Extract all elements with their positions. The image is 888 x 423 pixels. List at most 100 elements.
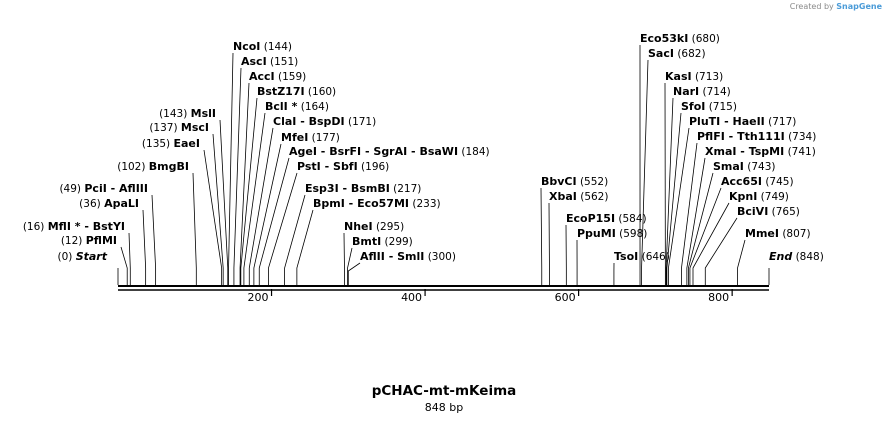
site-label-aflii-smli[interactable]: AflII - SmlI (300) (360, 250, 456, 263)
connector-mfei (253, 143, 282, 285)
enzyme-name-bcli: BclI (265, 100, 288, 113)
connector-mfli-bstyi (128, 232, 131, 285)
enzyme-name-kasi: KasI (665, 70, 692, 83)
connector-mmei (737, 239, 746, 285)
site-label-saci[interactable]: SacI (682) (648, 47, 706, 60)
site-label-ppumi[interactable]: PpuMI (598) (577, 227, 647, 240)
connector-saci (641, 59, 649, 285)
connector-msli (219, 119, 229, 285)
site-label-bpmi-eco57mi[interactable]: BpmI - Eco57MI (233) (313, 197, 441, 210)
name-separator: - (720, 115, 732, 128)
enzyme-name-eco57mi: Eco57MI (357, 197, 409, 210)
connector-bstz17i (240, 97, 258, 285)
site-label-apali[interactable]: (36) ApaLI (79, 197, 139, 210)
site-position-ppumi: (598) (619, 228, 647, 240)
site-position-mfli-bstyi: (16) (23, 221, 45, 233)
site-label-kasi[interactable]: KasI (713) (665, 70, 723, 83)
connector-asci (233, 67, 242, 285)
site-label-xbai[interactable]: XbaI (562) (549, 190, 608, 203)
site-position-xbai: (562) (580, 191, 608, 203)
site-label-bbvci[interactable]: BbvCI (552) (541, 175, 608, 188)
site-position-eco53ki: (680) (692, 33, 720, 45)
enzyme-name-psti: PstI (297, 160, 321, 173)
scale-label-600: 600 (555, 291, 576, 304)
site-position-acci: (159) (278, 71, 306, 83)
name-separator: - (361, 145, 373, 158)
enzyme-name-kpni: KpnI (729, 190, 757, 203)
enzyme-name-afliii: AflIII (119, 182, 148, 195)
site-label-ecop15i[interactable]: EcoP15I (584) (566, 212, 647, 225)
site-label-agei-bsrfi-sgrai-bsawi[interactable]: AgeI - BsrFI - SgrAI - BsaWI (184) (289, 145, 490, 158)
enzyme-name-nhei: NheI (344, 220, 373, 233)
site-label-smai[interactable]: SmaI (743) (713, 160, 775, 173)
site-label-acci[interactable]: AccI (159) (249, 70, 306, 83)
enzyme-name-aflii: AflII (360, 250, 385, 263)
site-label-clai-bspdi[interactable]: ClaI - BspDI (171) (273, 115, 376, 128)
site-label-end[interactable]: End (848) (769, 250, 824, 263)
site-label-ncoi[interactable]: NcoI (144) (233, 40, 292, 53)
site-label-nari[interactable]: NarI (714) (673, 85, 731, 98)
site-label-xmai-tspmi[interactable]: XmaI - TspMI (741) (705, 145, 816, 158)
connector-pflfi-tth111i (681, 142, 698, 285)
connector-bpmi-eco57mi (296, 209, 314, 285)
enzyme-name-esp3i: Esp3I (305, 182, 339, 195)
credit-prefix: Created by (789, 2, 834, 11)
site-label-pflfi-tth111i[interactable]: PflFI - Tth111I (734) (697, 130, 816, 143)
enzyme-name-nari: NarI (673, 85, 699, 98)
methylation-star: * (288, 100, 298, 113)
site-label-msci[interactable]: (137) MscI (149, 121, 209, 134)
site-label-kpni[interactable]: KpnI (749) (729, 190, 789, 203)
site-position-aflii-smli: (300) (428, 251, 456, 263)
name-separator: - (345, 197, 357, 210)
site-label-psti-sbfi[interactable]: PstI - SbfI (196) (297, 160, 389, 173)
name-separator: - (736, 145, 748, 158)
name-separator: - (296, 115, 308, 128)
site-label-mfli-bstyi[interactable]: (16) MflI * - BstYI (23, 220, 125, 233)
site-label-eco53ki[interactable]: Eco53kI (680) (640, 32, 720, 45)
site-label-tsoi[interactable]: TsoI (646) (614, 250, 670, 263)
enzyme-name-tspmi: TspMI (749, 145, 785, 158)
site-position-esp3i-bsmbi: (217) (393, 183, 421, 195)
connector-smai (687, 172, 714, 285)
enzyme-name-xbai: XbaI (549, 190, 577, 203)
site-label-nhei[interactable]: NheI (295) (344, 220, 404, 233)
site-label-bcivi[interactable]: BciVI (765) (737, 205, 800, 218)
enzyme-name-bsmbi: BsmBI (351, 182, 390, 195)
site-position-kpni: (749) (761, 191, 789, 203)
site-label-start[interactable]: (0) Start (57, 250, 107, 263)
site-label-pcii-afliii[interactable]: (49) PciI - AflIII (59, 182, 148, 195)
site-label-sfoi[interactable]: SfoI (715) (681, 100, 737, 113)
site-label-eaei[interactable]: (135) EaeI (142, 137, 200, 150)
site-position-apali: (36) (79, 198, 101, 210)
enzyme-name-ppumi: PpuMI (577, 227, 616, 240)
site-label-pluti-haeii[interactable]: PluTI - HaeII (717) (689, 115, 796, 128)
name-separator: - (725, 130, 737, 143)
site-position-asci: (151) (270, 56, 298, 68)
enzyme-name-saci: SacI (648, 47, 674, 60)
site-label-acc65i[interactable]: Acc65I (745) (721, 175, 794, 188)
connector-psti-sbfi (268, 172, 298, 285)
connector-bcivi (704, 217, 738, 285)
site-label-pflmi[interactable]: (12) PflMI (61, 234, 117, 247)
site-label-asci[interactable]: AscI (151) (241, 55, 298, 68)
site-position-nari: (714) (703, 86, 731, 98)
enzyme-name-pflfi: PflFI (697, 130, 725, 143)
site-position-bstz17i: (160) (308, 86, 336, 98)
site-label-bcli[interactable]: BclI * (164) (265, 100, 329, 113)
enzyme-name-smai: SmaI (713, 160, 744, 173)
site-label-mfei[interactable]: MfeI (177) (281, 131, 340, 144)
site-position-clai-bspdi: (171) (348, 116, 376, 128)
site-position-end: (848) (796, 251, 824, 263)
site-label-esp3i-bsmbi[interactable]: Esp3I - BsmBI (217) (305, 182, 421, 195)
site-label-bmti[interactable]: BmtI (299) (352, 235, 413, 248)
enzyme-name-bstyi: BstYI (93, 220, 125, 233)
site-label-bstz17i[interactable]: BstZ17I (160) (257, 85, 336, 98)
site-position-psti-sbfi: (196) (361, 161, 389, 173)
enzyme-name-acci: AccI (249, 70, 275, 83)
enzyme-name-xmai: XmaI (705, 145, 736, 158)
site-label-msli[interactable]: (143) MslI (159, 107, 216, 120)
site-label-mmei[interactable]: MmeI (807) (745, 227, 811, 240)
sequence-backbone (118, 285, 769, 291)
site-label-bmgbi[interactable]: (102) BmgBI (117, 160, 189, 173)
site-position-eaei: (135) (142, 138, 170, 150)
